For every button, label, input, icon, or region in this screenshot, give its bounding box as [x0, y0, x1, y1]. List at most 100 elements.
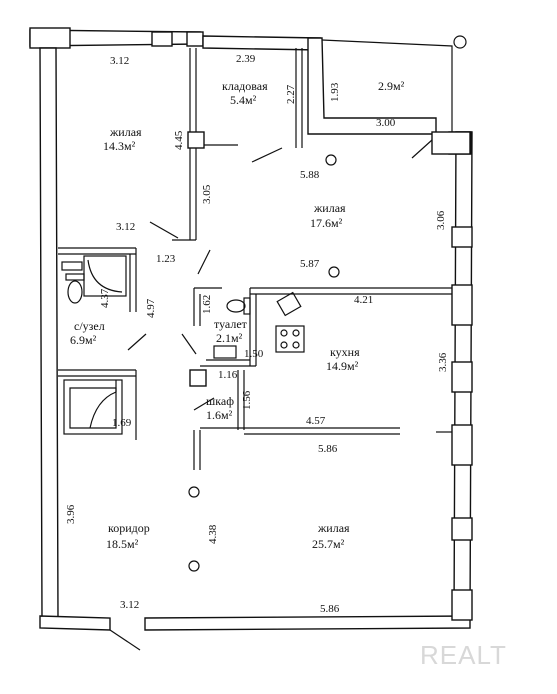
room-labels: кладовая 5.4м² 2.9м² жилая 14.3м² жилая … [70, 79, 405, 551]
dim-4-21: 4.21 [354, 294, 373, 306]
living3-area: 25.7м² [312, 537, 345, 551]
kitchen-area: 14.9м² [326, 359, 359, 373]
dim-5-86-bottom: 5.86 [320, 603, 340, 615]
kitchen-sink-icon [276, 291, 302, 317]
closet-door [193, 397, 215, 411]
dim-1-62: 1.62 [201, 295, 213, 314]
dim-4-45: 4.45 [173, 130, 185, 150]
kitchen-name: кухня [330, 345, 360, 359]
bottom-wall-left [39, 615, 111, 631]
stove-burner-4 [292, 341, 300, 349]
balcony-post [453, 35, 467, 49]
top-pier-2 [151, 31, 173, 47]
entrance-door [109, 629, 141, 651]
living2-area: 17.6м² [310, 216, 343, 230]
dim-3-12-top: 3.12 [110, 55, 129, 67]
right-pier-7 [451, 589, 473, 621]
dim-5-87: 5.87 [300, 258, 320, 270]
dim-4-57: 4.57 [306, 415, 326, 427]
closet-name: шкаф [206, 394, 234, 408]
closet-area: 1.6м² [206, 408, 233, 422]
dim-4-38: 4.38 [207, 524, 219, 544]
left-outer-wall [39, 47, 59, 619]
watermark: REALT [420, 640, 507, 670]
dim-2-39: 2.39 [236, 53, 256, 65]
balcony-wall [307, 37, 437, 135]
top-wall-right [202, 35, 321, 51]
dim-1-93: 1.93 [329, 82, 341, 102]
bathroom-area: 6.9м² [70, 333, 97, 347]
bathtub-icon [63, 379, 123, 435]
toilet-name: туалет [214, 317, 248, 331]
door-marker-3 [188, 486, 200, 498]
dim-3-12-bottom: 3.12 [120, 599, 139, 611]
dim-3-12-mid: 3.12 [116, 221, 135, 233]
bath-toilet-icon [67, 280, 83, 304]
door-marker-1 [325, 154, 337, 166]
right-pier-6 [451, 517, 473, 541]
bath-sink-icon [61, 261, 83, 271]
dim-1-69: 1.69 [112, 417, 132, 429]
right-pier-4 [451, 361, 473, 393]
storage-pier [187, 131, 205, 149]
corridor-area: 18.5м² [106, 537, 139, 551]
dim-3-00: 3.00 [376, 117, 396, 129]
balcony-door [411, 139, 433, 159]
closet-pier [189, 369, 207, 387]
outer-walls [29, 27, 473, 631]
corridor-name: коридор [108, 521, 150, 535]
dim-5-88: 5.88 [300, 169, 320, 181]
door-marker-2 [328, 266, 340, 278]
living3-name: жилая [317, 521, 350, 535]
living1-door [149, 221, 179, 239]
toilet-area: 2.1м² [216, 331, 243, 345]
dim-4-37: 4.37 [99, 288, 111, 308]
dim-1-23: 1.23 [156, 253, 176, 265]
stove-burner-2 [292, 329, 300, 337]
shower-curve-icon [87, 259, 123, 293]
balcony [307, 35, 471, 159]
living1-name: жилая [109, 125, 142, 139]
toilet-bowl-icon [226, 299, 246, 313]
right-pier-3 [451, 284, 473, 326]
internal-walls [58, 48, 452, 651]
bathtub-inner-icon [69, 387, 117, 429]
dimension-labels: 3.12 2.39 2.27 1.93 3.00 4.45 5.88 3.05 … [65, 53, 449, 615]
dim-5-86-mid: 5.86 [318, 443, 338, 455]
storage-area: 5.4м² [230, 93, 257, 107]
toilet-tank-icon [243, 297, 251, 315]
balcony-rail [321, 39, 453, 132]
right-pier-2 [451, 226, 473, 248]
bathroom-name: с/узел [74, 319, 105, 333]
living1-area: 14.3м² [103, 139, 136, 153]
stove-burner-3 [280, 341, 288, 349]
dim-2-27: 2.27 [285, 84, 297, 104]
door-marker-4 [188, 560, 200, 572]
living2-door [197, 249, 211, 275]
storage-name: кладовая [222, 79, 268, 93]
dim-3-36: 3.36 [437, 352, 449, 372]
dim-1-16: 1.16 [218, 369, 238, 381]
toilet-sink-icon [213, 345, 237, 359]
fixtures [61, 255, 305, 435]
bottom-wall-right [144, 615, 471, 631]
dim-1-56: 1.56 [241, 390, 253, 410]
right-pier-5 [451, 424, 473, 466]
dim-3-96: 3.96 [65, 504, 77, 524]
balcony-area: 2.9м² [378, 79, 405, 93]
balcony-corner [431, 131, 471, 155]
storage-door [251, 147, 283, 163]
stove-burner-1 [280, 329, 288, 337]
top-left-pier [29, 27, 71, 49]
bath-toilet-tank-icon [65, 273, 85, 281]
stove-icon [275, 325, 305, 353]
dim-4-97: 4.97 [145, 298, 157, 318]
dim-1-50: 1.50 [244, 348, 264, 360]
toilet-door [181, 333, 197, 355]
living2-name: жилая [313, 201, 346, 215]
top-pier-3 [186, 31, 204, 47]
dim-3-05: 3.05 [201, 184, 213, 204]
dim-3-06: 3.06 [435, 210, 447, 230]
bath-door [127, 333, 147, 351]
